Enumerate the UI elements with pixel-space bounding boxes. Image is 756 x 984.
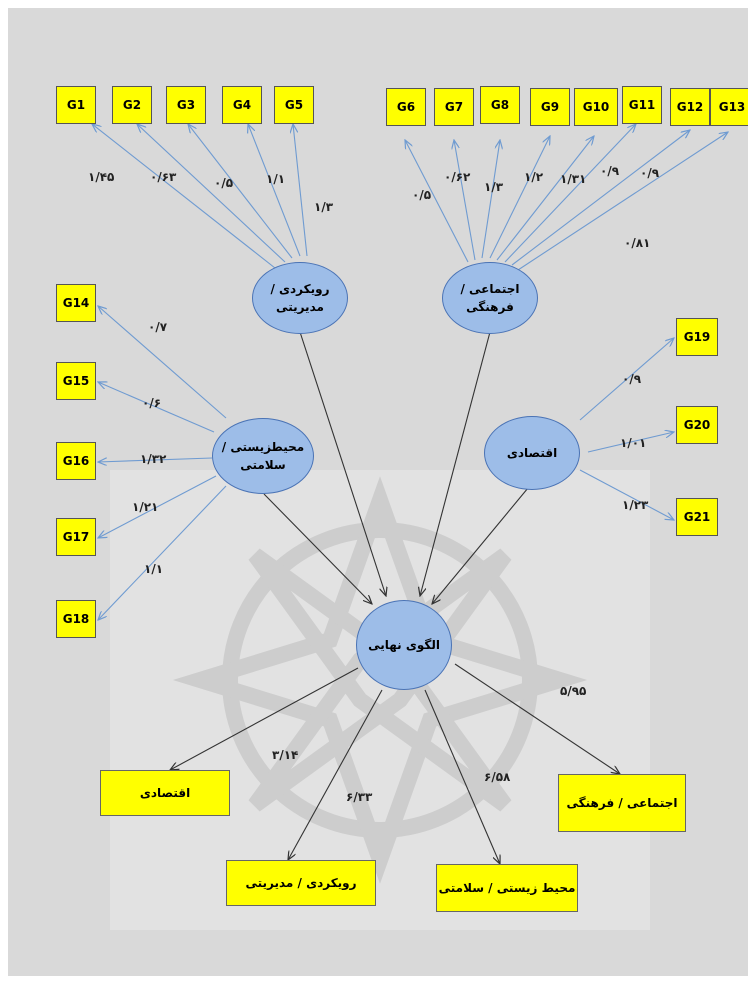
factor-social: اجتماعی / فرهنگی <box>442 262 538 334</box>
social-arrows <box>405 124 728 271</box>
indicator-g7: G7 <box>434 88 474 126</box>
loading-g11: ۰/۹ <box>600 164 620 178</box>
output-managerial: رویکردی / مدیریتی <box>226 860 376 906</box>
indicator-g16: G16 <box>56 442 96 480</box>
loading-g1: ۱/۴۵ <box>88 170 115 184</box>
indicator-g8: G8 <box>480 86 520 124</box>
factor-managerial: رویکردی / مدیریتی <box>252 262 348 334</box>
indicator-g21: G21 <box>676 498 718 536</box>
indicator-g3: G3 <box>166 86 206 124</box>
output-economic: اقتصادی <box>100 770 230 816</box>
loading-g10: ۱/۳۱ <box>560 172 587 186</box>
factor-economic: اقتصادی <box>484 416 580 490</box>
indicator-g9: G9 <box>530 88 570 126</box>
loading-g13: ۰/۸۱ <box>624 236 651 250</box>
loading-g6: ۰/۵ <box>412 188 432 202</box>
environmental-arrows <box>98 306 227 620</box>
indicator-g19: G19 <box>676 318 718 356</box>
indicator-g10: G10 <box>574 88 618 126</box>
loading-g3: ۰/۵ <box>214 176 234 190</box>
indicator-g4: G4 <box>222 86 262 124</box>
loading-g16: ۱/۳۲ <box>140 452 167 466</box>
coef-managerial: ۶/۳۳ <box>346 790 373 804</box>
indicator-g11: G11 <box>622 86 662 124</box>
coef-social: ۵/۹۵ <box>560 684 587 698</box>
loading-g4: ۱/۱ <box>266 172 286 186</box>
loading-g8: ۱/۳ <box>484 180 504 194</box>
loading-g14: ۰/۷ <box>148 320 168 334</box>
loading-g18: ۱/۱ <box>144 562 164 576</box>
loading-g15: ۰/۶ <box>142 396 162 410</box>
indicator-g20: G20 <box>676 406 718 444</box>
coef-environmental: ۶/۵۸ <box>484 770 511 784</box>
loading-g19: ۰/۹ <box>622 372 642 386</box>
factor-environmental: محیطزیستی /سلامتی <box>212 418 314 494</box>
final-to-output-arrows <box>170 663 620 864</box>
indicator-g1: G1 <box>56 86 96 124</box>
indicator-g13: G13 <box>710 88 754 126</box>
loading-g21: ۱/۲۳ <box>622 498 649 512</box>
coef-economic: ۳/۱۴ <box>272 748 299 762</box>
indicator-g5: G5 <box>274 86 314 124</box>
factor-to-final-arrows <box>263 331 529 604</box>
indicator-g15: G15 <box>56 362 96 400</box>
indicator-g18: G18 <box>56 600 96 638</box>
managerial-arrows <box>92 124 308 269</box>
indicator-g6: G6 <box>386 88 426 126</box>
indicator-g12: G12 <box>670 88 710 126</box>
indicator-g2: G2 <box>112 86 152 124</box>
loading-g12: ۰/۹ <box>640 166 660 180</box>
loading-g9: ۱/۲ <box>524 170 544 184</box>
loading-g5: ۱/۳ <box>314 200 334 214</box>
loading-g20: ۱/۰۱ <box>620 436 647 450</box>
loading-g17: ۱/۲۱ <box>132 500 159 514</box>
indicator-g17: G17 <box>56 518 96 556</box>
indicator-g14: G14 <box>56 284 96 322</box>
output-environmental: محیط زیستی / سلامتی <box>436 864 578 912</box>
final-model-node: الگوی نهایی <box>356 600 452 690</box>
output-social: اجتماعی / فرهنگی <box>558 774 686 832</box>
economic-arrows <box>579 338 674 520</box>
loading-g2: ۰/۶۳ <box>150 170 177 184</box>
loading-g7: ۰/۶۲ <box>444 170 471 184</box>
